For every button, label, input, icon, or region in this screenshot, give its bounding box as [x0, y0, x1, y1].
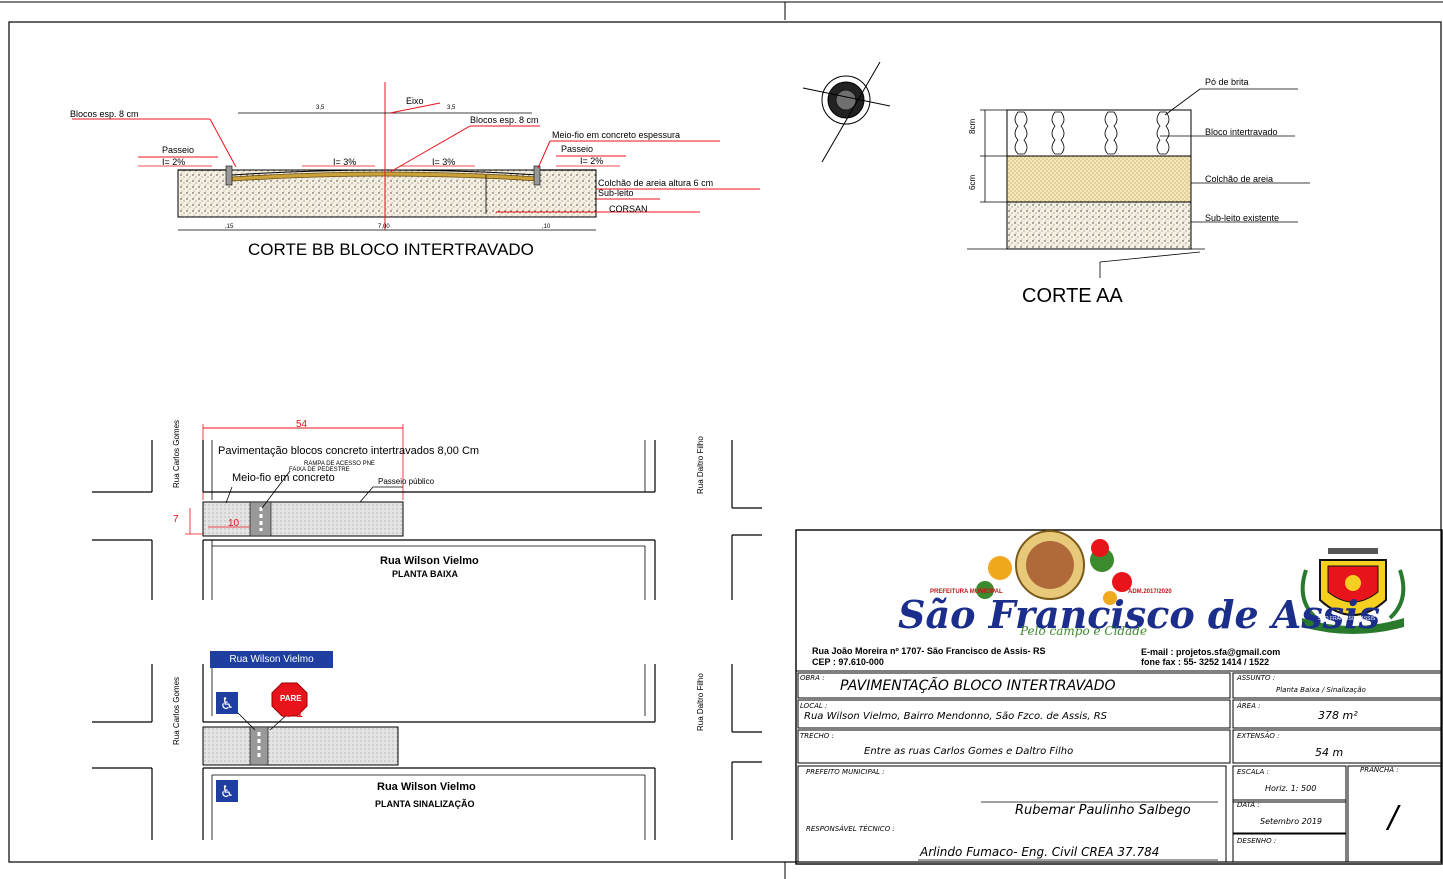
- corte-bb-dim-700: 7,00: [378, 224, 390, 230]
- corte-bb-title: CORTE BB BLOCO INTERTRAVADO: [248, 240, 534, 259]
- corte-bb-passeio-right: Passeio: [561, 144, 594, 154]
- local-value: Rua Wilson Vielmo, Bairro Mendonno, São …: [804, 711, 1107, 722]
- planta-baixa-rua-daltro: Rua Daltro Filho: [696, 436, 705, 494]
- corte-aa-dim-6: 6cm: [968, 174, 977, 190]
- logo-slogan: Pelo campo e Cidade: [1020, 624, 1148, 638]
- corte-aa-section: [967, 88, 1310, 278]
- corte-bb-slope-left: I= 3%: [333, 157, 357, 167]
- title-block-frame: [795, 529, 1443, 865]
- obra-value: PAVIMENTAÇÃO BLOCO INTERTRAVADO: [840, 678, 1116, 694]
- obra-label: OBRA :: [800, 674, 825, 682]
- area-value: 378 m²: [1318, 709, 1358, 722]
- stop-sign-code: R- 1: [282, 708, 303, 720]
- corte-bb-slope-right: I= 3%: [432, 157, 456, 167]
- address-line2: CEP : 97.610-000: [812, 657, 884, 667]
- data-label: DATA :: [1237, 801, 1260, 809]
- corte-bb-blocos-right: Blocos esp. 8 cm: [470, 115, 539, 125]
- corte-bb-section: [72, 82, 760, 231]
- planta-baixa-plan: [92, 424, 762, 600]
- prancha-label: PRANCHA :: [1360, 766, 1399, 774]
- prefeito-name: Rubemar Paulinho Salbego: [1015, 803, 1191, 818]
- logo-name: São Francisco de Assis: [898, 592, 1380, 637]
- escala-label: ESCALA :: [1237, 768, 1269, 776]
- planta-sinal-rua-wilson: Rua Wilson Vielmo: [377, 781, 476, 793]
- data-value: Setembro 2019: [1260, 817, 1323, 826]
- logo-prefeitura: PREFEITURA MUNICIPAL: [930, 589, 1003, 595]
- planta-baixa-faixa: FAIXA DE PEDESTRE: [289, 467, 350, 473]
- corte-bb-slope-pass-left: I= 2%: [162, 157, 186, 167]
- area-label: ÁREA :: [1237, 702, 1261, 710]
- extensao-label: EXTENSÃO :: [1237, 732, 1280, 740]
- accessibility-icon-top: [216, 692, 238, 714]
- email: E-mail : projetos.sfa@gmail.com: [1141, 647, 1281, 657]
- corte-bb-corsan: CORSAN: [609, 204, 648, 214]
- street-name-sign: Rua Wilson Vielmo: [210, 651, 333, 668]
- escala-value: Horiz. 1: 500: [1265, 784, 1317, 793]
- planta-baixa-rampa: RAMPA DE ACESSO PNE: [304, 461, 375, 467]
- planta-baixa-rua-carlos: Rua Carlos Gomes: [172, 419, 181, 488]
- local-label: LOCAL :: [800, 702, 828, 710]
- planta-sinal-rua-carlos: Rua Carlos Gomes: [172, 676, 181, 745]
- assunto-value: Planta Baixa / Sinalização: [1276, 686, 1366, 694]
- corte-aa-title: CORTE AA: [1022, 285, 1123, 307]
- planta-baixa-dim-54: 54: [296, 419, 308, 430]
- corte-bb-colchao: Colchão de areia altura 6 cm: [598, 178, 714, 188]
- corte-bb-dim-35-right: 3,5: [447, 105, 456, 111]
- stop-sign-text: PARE: [280, 694, 302, 703]
- corte-bb-sub-leito: Sub-leito: [598, 188, 634, 198]
- svg-text:♿: ♿: [220, 694, 234, 713]
- accessibility-icon-bottom: [216, 780, 238, 802]
- planta-sinalizacao-plan: ♿ ♿: [92, 664, 762, 840]
- municipal-crest: [1300, 548, 1406, 634]
- municipal-logo: [976, 530, 1132, 605]
- corte-aa-colchao: Colchão de areia: [1205, 174, 1274, 184]
- planta-sinal-caption: PLANTA SINALIZAÇÃO: [375, 799, 475, 809]
- planta-baixa-pavimentacao: Pavimentação blocos concreto intertravad…: [218, 445, 480, 457]
- prancha-value: /: [1388, 800, 1399, 835]
- trecho-value: Entre as ruas Carlos Gomes e Daltro Filh…: [864, 746, 1074, 757]
- desenho-label: DESENHO :: [1237, 837, 1277, 845]
- corte-aa-bloco: Bloco intertravado: [1205, 127, 1278, 137]
- fone: fone fax : 55- 3252 1414 / 1522: [1141, 657, 1270, 667]
- corte-bb-passeio-left: Passeio: [162, 145, 195, 155]
- north-arrow-icon: [802, 61, 891, 163]
- corte-aa-po-brita: Pó de brita: [1205, 77, 1249, 87]
- planta-sinal-rua-daltro: Rua Daltro Filho: [696, 673, 705, 731]
- prefeito-label: PREFEITO MUNICIPAL :: [806, 768, 885, 776]
- corte-bb-blocos-left: Blocos esp. 8 cm: [70, 109, 139, 119]
- planta-baixa-dim-7: 7: [173, 514, 179, 525]
- planta-baixa-meio-fio: Meio-fio em concreto: [232, 472, 335, 484]
- corte-aa-dim-8: 8cm: [968, 118, 977, 134]
- svg-text:♿: ♿: [220, 782, 234, 801]
- planta-baixa-caption: PLANTA BAIXA: [392, 569, 458, 579]
- resp-label: RESPONSÁVEL TÉCNICO :: [806, 825, 895, 833]
- corte-aa-sub-leito: Sub-leito existente: [1205, 213, 1280, 223]
- corte-bb-eixo-label: Eixo: [406, 96, 424, 106]
- crest-ribbon: SÃO FRANCISCO ASSIS: [1318, 616, 1376, 622]
- corte-bb-dim-35-left: 3,5: [316, 105, 325, 111]
- extensao-value: 54 m: [1315, 746, 1344, 759]
- corte-bb-dim-15: ,15: [225, 224, 234, 230]
- planta-baixa-passeio: Passeio público: [378, 477, 435, 486]
- logo-gestao: ADM.2017/2020: [1128, 589, 1172, 595]
- planta-baixa-dim-10: 10: [228, 518, 240, 529]
- stop-sign-icon: [271, 682, 308, 717]
- corte-bb-dim-10: ,10: [542, 224, 551, 230]
- planta-baixa-rua-wilson: Rua Wilson Vielmo: [380, 555, 479, 567]
- resp-name: Arlindo Fumaco- Eng. Civil CREA 37.784: [920, 845, 1160, 859]
- assunto-label: ASSUNTO :: [1237, 674, 1276, 682]
- corte-bb-meio-fio: Meio-fio em concreto espessura: [552, 130, 681, 140]
- trecho-label: TRECHO :: [800, 732, 834, 740]
- address-line1: Rua João Moreira nº 1707- São Francisco …: [812, 646, 1046, 656]
- corte-bb-slope-pass-right: I= 2%: [580, 156, 604, 166]
